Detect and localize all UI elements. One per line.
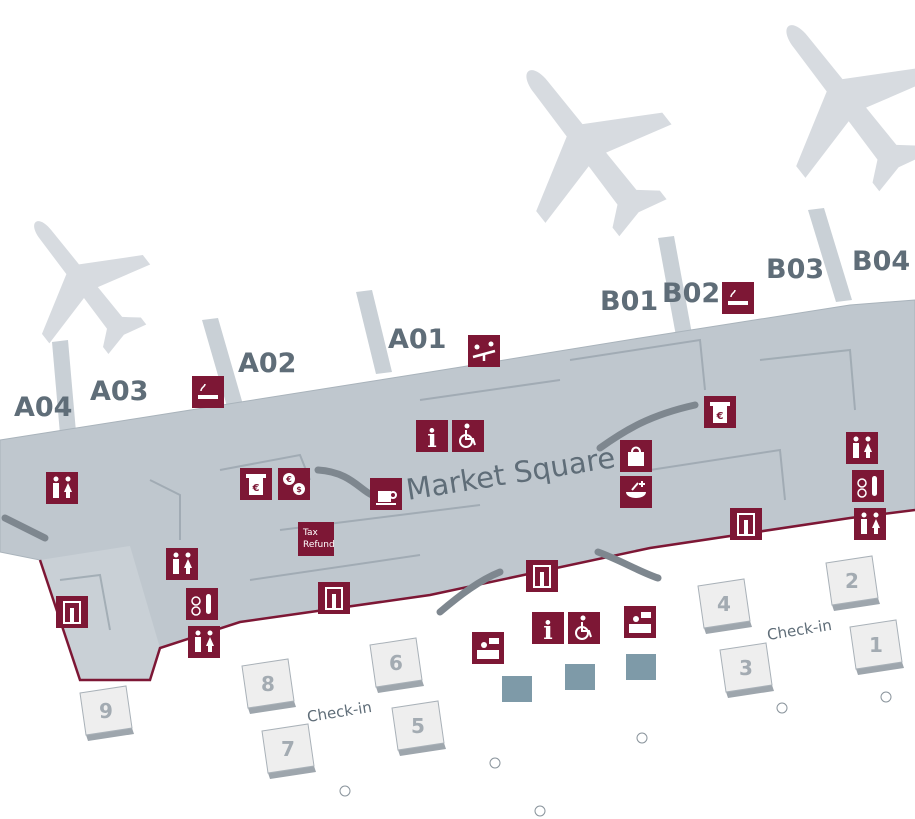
counter-2: 2 bbox=[825, 555, 880, 611]
shopping-icon bbox=[620, 440, 652, 472]
plane-a01 bbox=[465, 21, 706, 268]
svg-text:Tax: Tax bbox=[302, 528, 319, 538]
playground-icon bbox=[468, 335, 500, 367]
tax-refund-sign: Tax Refund bbox=[298, 522, 335, 556]
svg-text:€: € bbox=[716, 411, 724, 422]
svg-text:1: 1 bbox=[869, 633, 883, 657]
svg-text:i: i bbox=[427, 424, 437, 453]
plane-b04 bbox=[725, 0, 915, 223]
svg-text:3: 3 bbox=[739, 656, 753, 680]
svg-text:i: i bbox=[543, 616, 553, 645]
pharmacy-icon bbox=[620, 476, 652, 508]
security-check-icon bbox=[526, 560, 558, 592]
counter-4: 4 bbox=[697, 578, 752, 634]
svg-text:6: 6 bbox=[389, 651, 403, 675]
svg-text:$: $ bbox=[296, 485, 302, 494]
counter-9: 9 bbox=[79, 685, 134, 741]
checkin-label-left: Check-in bbox=[306, 698, 373, 726]
svg-text:€: € bbox=[285, 475, 292, 484]
wheelchair-icon bbox=[568, 612, 600, 644]
toilets-icon bbox=[46, 472, 78, 504]
ticket-counter-icon bbox=[624, 606, 656, 638]
checkin-label-right: Check-in bbox=[766, 616, 833, 644]
svg-text:8: 8 bbox=[261, 672, 275, 696]
gate-a04: A04 bbox=[14, 392, 72, 423]
jet-bridges bbox=[52, 208, 852, 434]
counter-7: 7 bbox=[261, 723, 316, 779]
ticket-counter-icon bbox=[472, 632, 504, 664]
gate-b03: B03 bbox=[766, 254, 824, 285]
escalators bbox=[1, 401, 699, 616]
gate-b04: B04 bbox=[852, 246, 910, 277]
counter-1: 1 bbox=[849, 619, 904, 675]
counter-5: 5 bbox=[391, 700, 446, 756]
svg-text:5: 5 bbox=[411, 714, 425, 738]
gate-b01: B01 bbox=[600, 286, 658, 317]
atm-icon: € bbox=[240, 468, 272, 500]
toilets-icon bbox=[846, 432, 878, 464]
gate-labels: A04 A03 A02 A01 B01 B02 B03 B04 bbox=[14, 246, 910, 423]
svg-text:€: € bbox=[252, 483, 260, 494]
toilets-icon bbox=[854, 508, 886, 540]
svg-text:Refund: Refund bbox=[303, 540, 335, 550]
checkin-counters: 9 8 7 6 5 4 3 bbox=[79, 555, 904, 779]
toilets-icon bbox=[166, 548, 198, 580]
information-icon: i bbox=[416, 420, 448, 453]
security-check-icon bbox=[730, 508, 762, 540]
security-check-icon bbox=[56, 596, 88, 628]
gate-a03: A03 bbox=[90, 376, 148, 407]
terminal-boundary bbox=[38, 508, 915, 682]
currency-exchange-icon: € $ bbox=[278, 468, 310, 500]
wheelchair-icon bbox=[452, 420, 484, 452]
gate-b02: B02 bbox=[662, 278, 720, 309]
baby-care-icon bbox=[852, 470, 884, 502]
smoking-icon bbox=[722, 282, 754, 314]
information-icon: i bbox=[532, 612, 564, 645]
coffee-icon bbox=[370, 478, 402, 510]
toilets-icon bbox=[188, 626, 220, 658]
svg-text:7: 7 bbox=[281, 737, 295, 761]
security-check-icon bbox=[318, 582, 350, 614]
counter-3: 3 bbox=[719, 642, 774, 698]
kiosks bbox=[502, 654, 656, 702]
counter-8: 8 bbox=[241, 658, 296, 714]
smoking-icon bbox=[192, 376, 224, 408]
plane-a04 bbox=[0, 182, 178, 379]
gate-a02: A02 bbox=[238, 348, 296, 379]
atm-icon: € bbox=[704, 396, 736, 428]
road-arrows bbox=[339, 691, 892, 817]
service-icons: i i € € bbox=[46, 282, 886, 664]
gate-a01: A01 bbox=[388, 324, 446, 355]
svg-text:2: 2 bbox=[845, 569, 859, 593]
svg-text:4: 4 bbox=[717, 592, 731, 616]
baby-care-icon bbox=[186, 588, 218, 620]
counter-6: 6 bbox=[369, 637, 424, 693]
svg-text:9: 9 bbox=[99, 699, 113, 723]
